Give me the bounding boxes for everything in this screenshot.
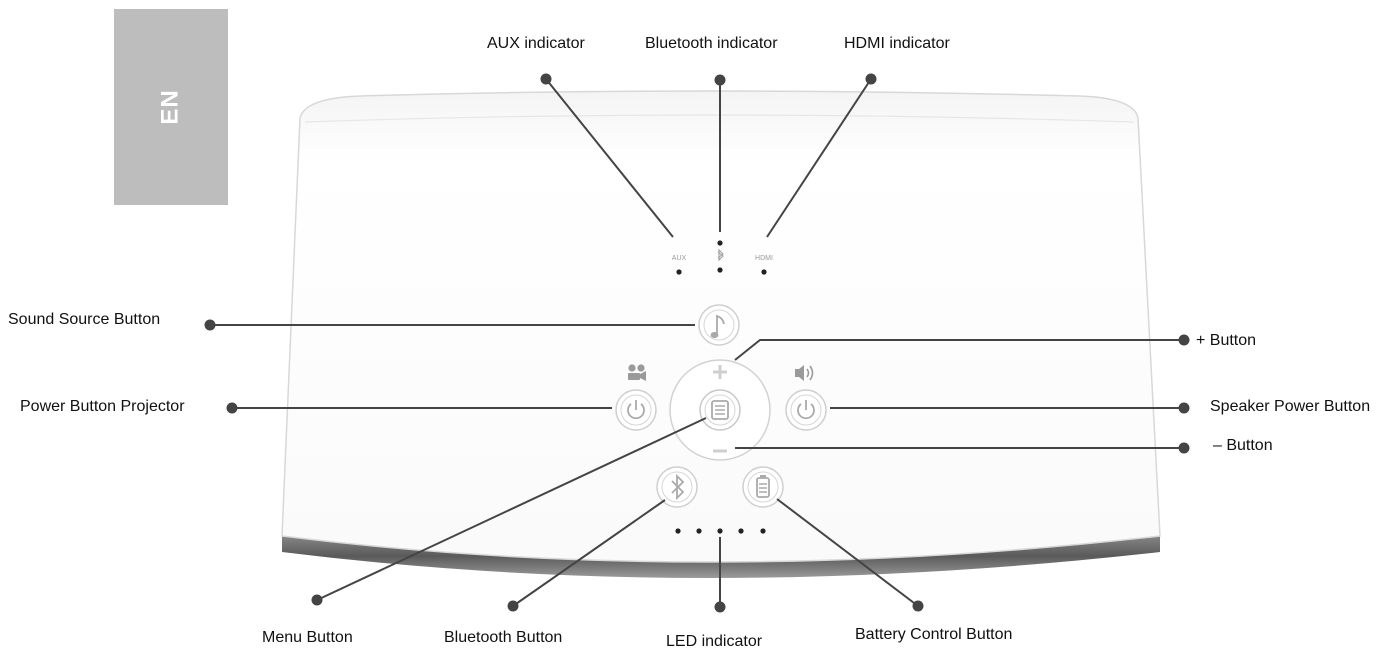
- speaker-power-button[interactable]: [785, 389, 827, 431]
- menu-button[interactable]: [699, 389, 741, 431]
- label-led-indicator: LED indicator: [666, 633, 763, 650]
- music-note-icon: [710, 314, 725, 339]
- speaker-icon: [795, 365, 814, 381]
- label-plus-button: + Button: [1196, 332, 1257, 349]
- battery-control-button[interactable]: [742, 466, 784, 508]
- label-sound-source-button: Sound Source Button: [8, 311, 161, 328]
- plus-button[interactable]: [705, 360, 735, 382]
- device-base-strip: [282, 534, 1160, 578]
- label-minus-button: – Button: [1213, 437, 1273, 454]
- bluetooth-indicator-led-lower: [717, 267, 723, 273]
- sound-source-button[interactable]: [698, 304, 740, 346]
- menu-icon: [711, 400, 729, 420]
- battery-icon: [756, 475, 770, 498]
- leader-menu: [316, 417, 707, 601]
- aux-indicator-led: [676, 269, 682, 275]
- power-icon: [627, 400, 645, 420]
- minus-button[interactable]: [705, 440, 735, 462]
- projector-icon: [628, 364, 646, 381]
- bluetooth-indicator-led: [717, 240, 723, 246]
- hdmi-indicator-led: [761, 269, 767, 275]
- plus-icon: [713, 365, 727, 379]
- label-hdmi-indicator: HDMI indicator: [844, 35, 950, 52]
- leader-hdmi: [766, 78, 872, 238]
- bluetooth-indicator-icon: [717, 248, 724, 262]
- leader-plus: [734, 339, 1184, 361]
- label-speaker-power-button: Speaker Power Button: [1210, 398, 1371, 415]
- leader-lines: [210, 78, 1184, 607]
- leader-battery: [776, 498, 919, 607]
- led-indicator-dots: [675, 528, 766, 534]
- label-battery-control-button: Battery Control Button: [855, 626, 1013, 643]
- label-menu-button: Menu Button: [262, 629, 353, 646]
- label-bluetooth-indicator: Bluetooth indicator: [645, 35, 778, 52]
- bluetooth-icon: [671, 473, 685, 501]
- aux-mark: AUX: [672, 255, 687, 262]
- leader-end-dots: [204, 73, 1190, 613]
- hdmi-mark: HDMI: [755, 255, 773, 262]
- device-top-edge: [304, 114, 1135, 123]
- power-button-projector[interactable]: [615, 389, 657, 431]
- power-icon: [797, 400, 815, 420]
- label-bluetooth-button: Bluetooth Button: [444, 629, 563, 646]
- label-aux-indicator: AUX indicator: [487, 35, 585, 52]
- leader-bluetooth-button: [512, 499, 666, 607]
- bluetooth-button[interactable]: [656, 466, 698, 508]
- language-tab: EN: [114, 9, 228, 205]
- label-power-button-projector: Power Button Projector: [20, 398, 185, 415]
- leader-aux: [545, 78, 674, 238]
